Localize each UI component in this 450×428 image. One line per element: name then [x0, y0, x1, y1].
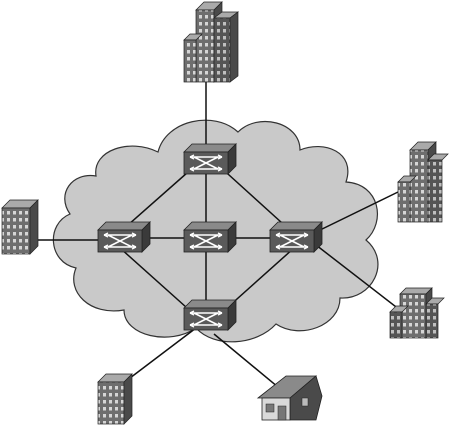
link-top-to-left	[119, 164, 197, 233]
switch-bottom	[183, 299, 237, 331]
switch-right	[269, 221, 323, 253]
office-tower-icon	[183, 1, 240, 83]
link-top-to-right	[217, 164, 293, 233]
office-building-icon	[97, 373, 133, 425]
office-building-icon	[397, 141, 449, 223]
house-icon	[256, 375, 323, 421]
office-complex-icon	[389, 287, 445, 339]
network-links	[38, 82, 401, 393]
link-right-to-complex	[315, 244, 401, 311]
switch-center	[183, 221, 237, 253]
office-building-icon	[1, 199, 39, 255]
link-right-to-office	[315, 191, 399, 233]
switch-left	[97, 221, 151, 253]
switch-top	[183, 143, 237, 175]
link-bottom-to-home	[213, 333, 285, 393]
link-bottom-to-office	[129, 327, 197, 379]
link-left-to-bottom	[119, 247, 197, 317]
